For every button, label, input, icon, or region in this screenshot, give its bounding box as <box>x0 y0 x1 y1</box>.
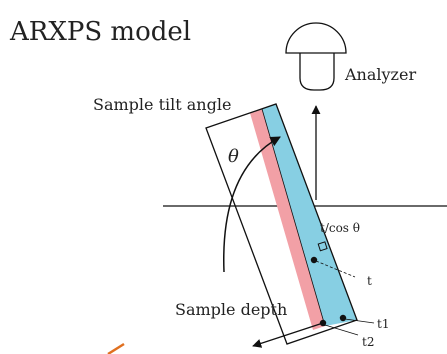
sample-depth-arrow <box>252 322 324 348</box>
depth-point-t <box>310 256 318 264</box>
analyzer-icon <box>285 22 347 91</box>
theta-symbol: θ <box>228 146 239 167</box>
diagram-title: ARXPS model <box>9 17 191 47</box>
t1-label: t1 <box>377 317 389 331</box>
analyzer-label: Analyzer <box>344 65 416 84</box>
depth-point-t1 <box>339 314 347 322</box>
sample-frame <box>205 103 358 345</box>
t1-leader <box>344 318 375 324</box>
t-leader <box>315 260 356 278</box>
right-angle-marker <box>317 241 328 252</box>
t-cos-theta-label: t/cos θ <box>320 221 360 235</box>
partial-arrow-edge <box>107 342 125 354</box>
tilt-angle-arc <box>223 136 281 273</box>
t2-leader <box>324 324 359 336</box>
sample-depth-label: Sample depth <box>175 300 287 319</box>
t-label: t <box>367 274 372 288</box>
t2-label: t2 <box>362 335 374 349</box>
tilt-angle-label: Sample tilt angle <box>93 95 231 114</box>
blue-layer <box>262 104 357 326</box>
pink-layer <box>250 109 325 330</box>
